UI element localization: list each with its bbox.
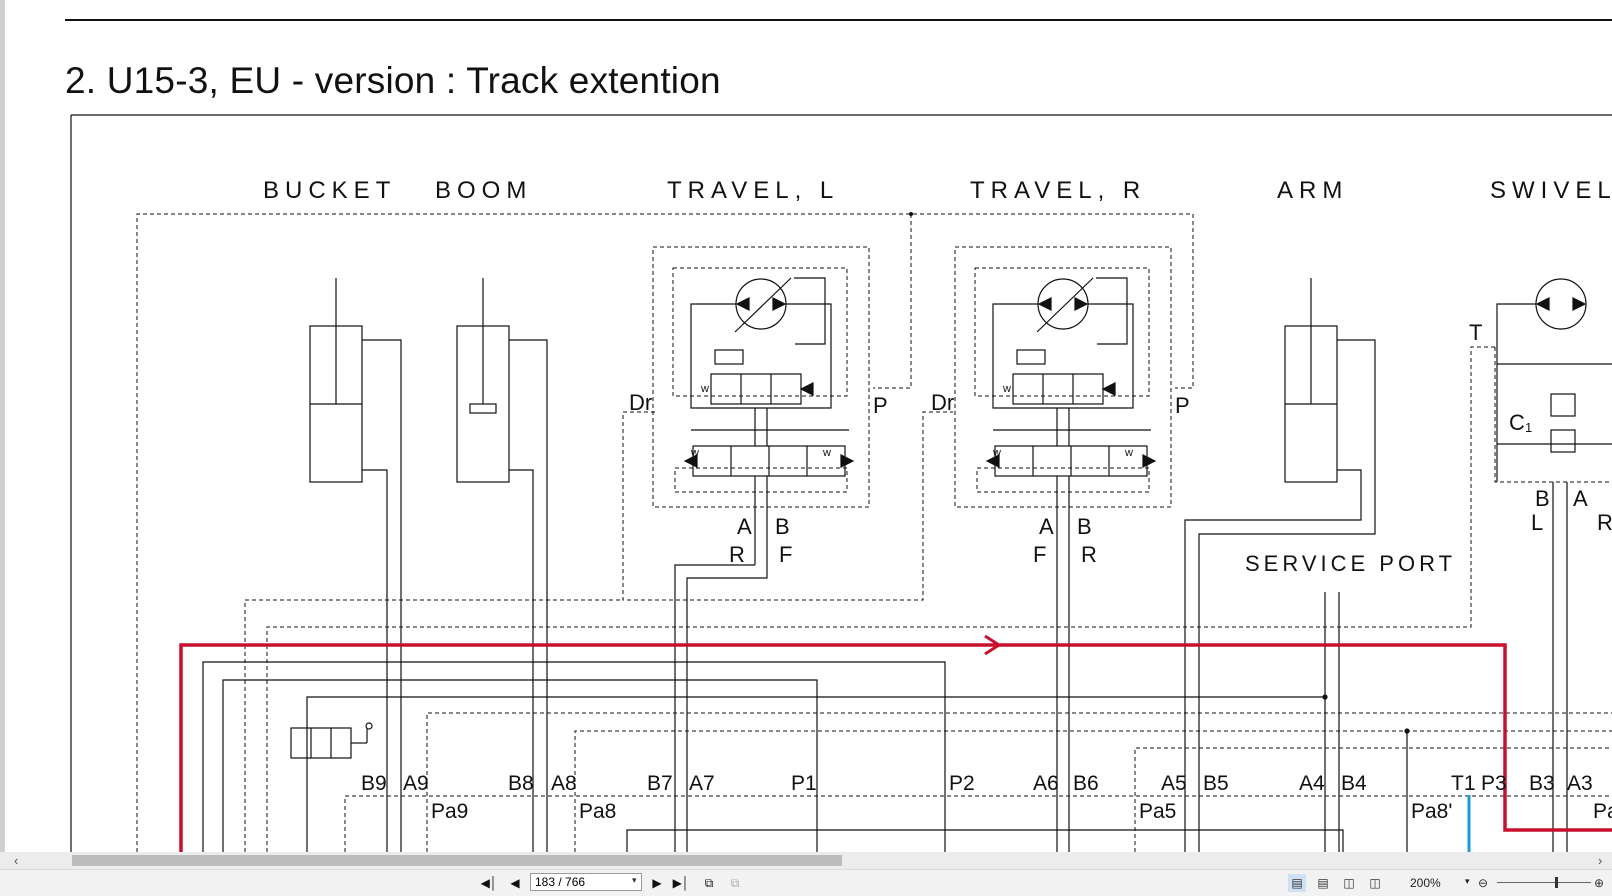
swivel-motor (1496, 278, 1612, 852)
continuous-facing-view-icon[interactable]: ◫ (1369, 876, 1381, 890)
document-viewport[interactable]: 2. U15-3, EU - version : Track extention… (5, 0, 1612, 852)
label-w-2: w (690, 447, 699, 459)
port-a6: A6 (1033, 772, 1059, 795)
pilot-pa5: Pa5 (1139, 800, 1176, 823)
single-page-view-icon[interactable]: ▤ (1288, 874, 1306, 892)
hydraulic-diagram: BUCKET BOOM TRAVEL, L TRAVEL, R ARM SWIV… (70, 114, 1612, 852)
port-b9: B9 (361, 772, 387, 795)
pressure-line (179, 643, 1612, 852)
port-a9: A9 (403, 772, 429, 795)
label-p-l: P (873, 393, 888, 418)
pilot-pa9: Pa9 (431, 800, 468, 823)
label-a-l: A (737, 514, 752, 539)
label-b-r: B (1077, 514, 1092, 539)
solenoid-valve (290, 722, 373, 759)
previous-page-icon[interactable]: ◀ (510, 876, 520, 890)
label-f-r: F (1033, 542, 1046, 567)
zoom-slider[interactable] (1497, 882, 1591, 883)
label-boom: BOOM (435, 177, 532, 204)
label-dr-l: Dr (629, 390, 652, 415)
label-dr-r: Dr (931, 390, 954, 415)
label-r-swivel: R (1597, 510, 1612, 535)
go-back-view-icon[interactable]: ⧉ (704, 875, 714, 890)
label-w-4: w (1002, 383, 1011, 395)
page-title: 2. U15-3, EU - version : Track extention (65, 60, 721, 101)
horizontal-scrollbar-thumb[interactable] (72, 855, 842, 866)
label-travel-r: TRAVEL, R (970, 177, 1146, 204)
label-bucket: BUCKET (263, 177, 396, 204)
port-b6: B6 (1073, 772, 1099, 795)
label-service-port: SERVICE PORT (1245, 551, 1456, 576)
label-c1-sub: 1 (1525, 420, 1532, 435)
facing-view-icon[interactable]: ◫ (1343, 876, 1355, 890)
pilot-pa: Pa (1593, 800, 1612, 823)
port-b4: B4 (1341, 772, 1367, 795)
port-a7: A7 (689, 772, 715, 795)
continuous-view-icon[interactable]: ▤ (1317, 876, 1329, 890)
travel-left-motor (674, 277, 855, 852)
zoom-out-icon[interactable]: ⊖ (1477, 876, 1489, 890)
port-p1: P1 (791, 772, 817, 795)
scroll-left-icon[interactable]: ‹ (14, 853, 19, 868)
first-page-icon[interactable]: ◀│ (480, 876, 498, 890)
page-dropdown-icon[interactable]: ▾ (632, 875, 637, 885)
page-number-input[interactable] (530, 873, 642, 891)
header-rule (65, 19, 1612, 21)
label-b-swivel: B (1535, 486, 1550, 511)
label-l-swivel: L (1531, 510, 1543, 535)
label-c1: C (1509, 410, 1525, 435)
go-forward-view-icon[interactable]: ⧉ (730, 875, 740, 890)
label-r-l: R (729, 542, 745, 567)
zoom-dropdown-icon[interactable]: ▾ (1465, 876, 1470, 886)
horizontal-scrollbar[interactable]: ‹ › (0, 852, 1612, 869)
pilot-pa8-prime: Pa8' (1411, 800, 1452, 823)
port-a5: A5 (1161, 772, 1187, 795)
port-a3: A3 (1567, 772, 1593, 795)
port-b3: B3 (1529, 772, 1555, 795)
label-f-l: F (779, 542, 792, 567)
port-b8: B8 (508, 772, 534, 795)
label-b-l: B (775, 514, 790, 539)
travel-right-motor (985, 277, 1157, 852)
label-w-5: w (992, 447, 1001, 459)
label-p-r: P (1175, 393, 1190, 418)
zoom-in-icon[interactable]: ⊕ (1593, 876, 1605, 890)
label-arm: ARM (1277, 177, 1348, 204)
last-page-icon[interactable]: ▶│ (672, 876, 690, 890)
port-p2: P2 (949, 772, 975, 795)
port-a4: A4 (1299, 772, 1325, 795)
zoom-level[interactable]: 200% (1410, 876, 1441, 890)
label-w-3: w (822, 447, 831, 459)
label-t-swivel: T (1469, 320, 1482, 345)
label-r-r: R (1081, 542, 1097, 567)
label-w-1: w (700, 383, 709, 395)
next-page-icon[interactable]: ▶ (652, 876, 662, 890)
port-t1: T1 (1451, 772, 1476, 795)
label-a-swivel: A (1573, 486, 1588, 511)
scroll-right-icon[interactable]: › (1598, 853, 1603, 868)
label-w-6: w (1124, 447, 1133, 459)
navigation-toolbar: ◀│ ◀ ▾ ▶ ▶│ ⧉ ⧉ ▤ ▤ ◫ ◫ 200% ▾ ⊖ ⊕ (0, 869, 1612, 896)
zoom-slider-thumb[interactable] (1555, 877, 1558, 888)
window-left-edge (0, 0, 5, 855)
pilot-pa8: Pa8 (579, 800, 616, 823)
port-b5: B5 (1203, 772, 1229, 795)
port-b7: B7 (647, 772, 673, 795)
port-p3: P3 (1481, 772, 1507, 795)
port-a8: A8 (551, 772, 577, 795)
label-swivel: SWIVEL (1490, 177, 1612, 204)
label-a-r: A (1039, 514, 1054, 539)
label-travel-l: TRAVEL, L (667, 177, 839, 204)
